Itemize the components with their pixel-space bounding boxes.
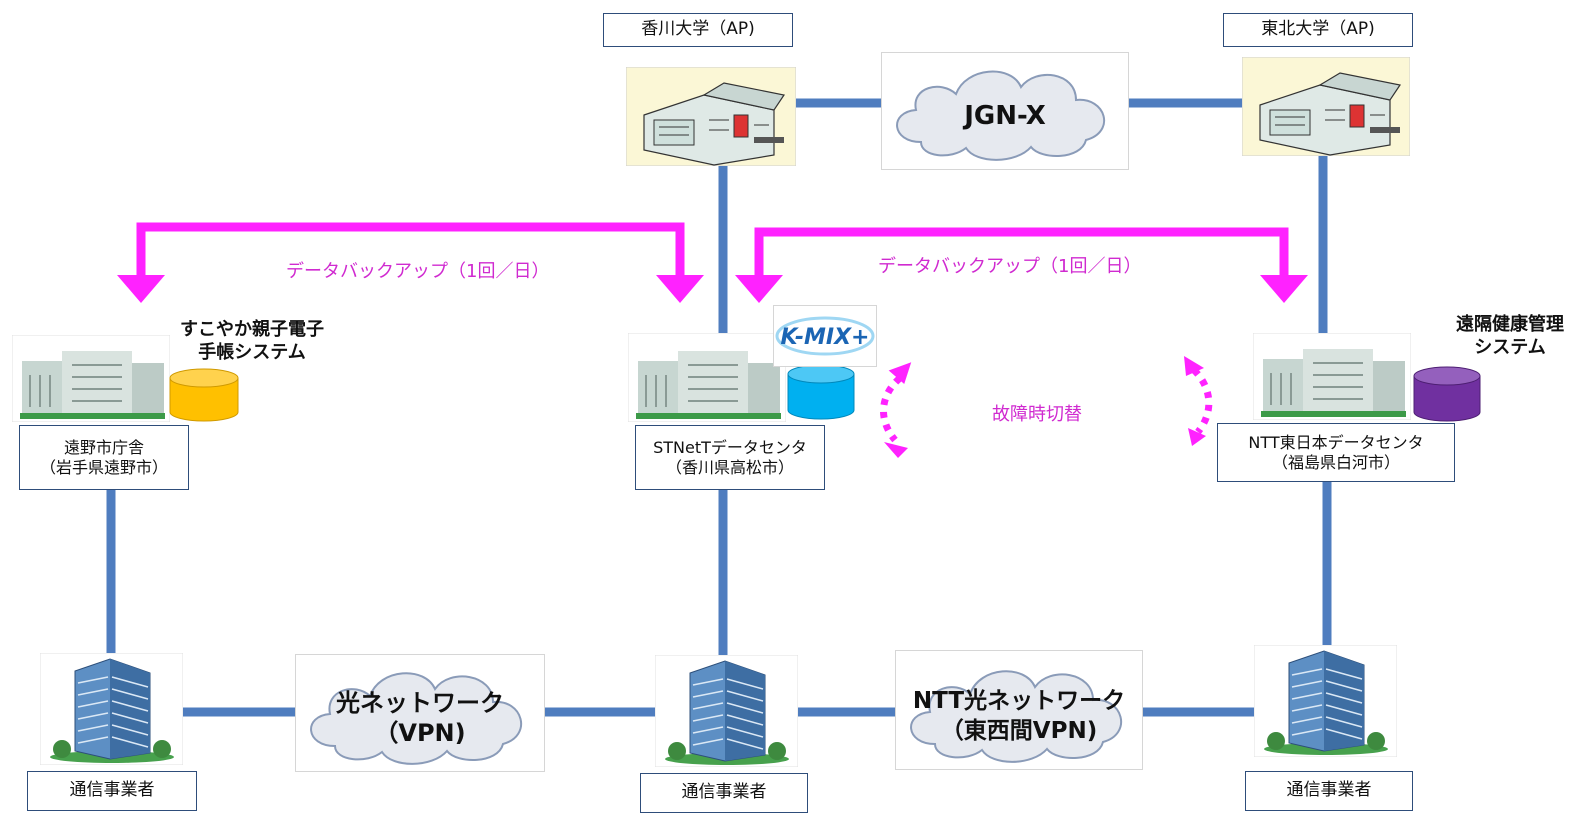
stnet-building-picture bbox=[628, 333, 786, 422]
database-icon-cyan bbox=[787, 364, 855, 420]
carrier-label-right: 通信事業者 bbox=[1245, 771, 1413, 811]
tono-label-line2: （岩手県遠野市） bbox=[39, 457, 168, 477]
backup-arrow-left-path bbox=[136, 222, 685, 278]
kagawa-university-label: 香川大学（AP) bbox=[603, 13, 793, 47]
stnet-label-line2: （香川県高松市） bbox=[665, 457, 794, 477]
hikari-network-label-1: 光ネットワーク bbox=[335, 689, 504, 717]
carrier-label-right-text: 通信事業者 bbox=[1286, 780, 1372, 801]
kagawa-university-text: 香川大学（AP) bbox=[641, 19, 755, 40]
kagawa-campus-picture bbox=[626, 67, 796, 166]
backup-arrowhead-stnet-left bbox=[656, 275, 704, 303]
jgn-x-label: JGN-X bbox=[962, 101, 1046, 131]
ntt-building-picture bbox=[1253, 333, 1411, 420]
carrier-label-center: 通信事業者 bbox=[640, 773, 808, 813]
carrier-building-right bbox=[1254, 645, 1397, 757]
hikari-network-label-2: （VPN) bbox=[374, 719, 465, 747]
kmix-logo: K-MIX+ bbox=[773, 305, 877, 367]
tono-building-picture bbox=[12, 335, 170, 422]
failover-arrow-left bbox=[880, 362, 912, 458]
failover-label: 故障時切替 bbox=[992, 404, 1082, 425]
jgn-x-cloud: JGN-X bbox=[881, 52, 1129, 170]
carrier-label-left-text: 通信事業者 bbox=[69, 780, 155, 801]
ntt-network-label-1: NTT光ネットワーク bbox=[913, 688, 1125, 714]
hikari-network-cloud: 光ネットワーク （VPN) bbox=[295, 654, 545, 772]
carrier-building-center bbox=[655, 655, 798, 767]
tohoku-university-text: 東北大学（AP) bbox=[1261, 19, 1375, 40]
backup-arrowhead-stnet-right bbox=[735, 275, 783, 303]
carrier-building-left bbox=[40, 653, 183, 765]
stnet-datacenter-label: STNetTデータセンタ （香川県高松市） bbox=[635, 425, 825, 490]
ntt-label-line2: （福島県白河市） bbox=[1271, 452, 1400, 472]
backup-arrow-right-path bbox=[754, 227, 1289, 278]
failover-arrow-right bbox=[1184, 356, 1213, 446]
carrier-label-left: 通信事業者 bbox=[27, 771, 197, 811]
sukoyaka-system-line2: 手帳システム bbox=[198, 342, 306, 364]
enkaku-system-line1: 遠隔健康管理 bbox=[1456, 314, 1564, 335]
ntt-label-line1: NTT東日本データセンタ bbox=[1248, 432, 1424, 452]
kmix-logo-graphic: K-MIX+ bbox=[775, 316, 875, 356]
ntt-datacenter-label: NTT東日本データセンタ （福島県白河市） bbox=[1217, 423, 1455, 482]
ntt-network-label-2: （東西間VPN) bbox=[941, 717, 1097, 744]
kmix-logo-text: K-MIX+ bbox=[781, 325, 870, 350]
tohoku-university-label: 東北大学（AP) bbox=[1223, 13, 1413, 47]
sukoyaka-system-line1: すこやか親子電子 bbox=[180, 319, 324, 340]
stnet-label-line1: STNetTデータセンタ bbox=[653, 437, 807, 457]
backup-label-left: データバックアップ（1回／日） bbox=[286, 261, 550, 282]
carrier-label-center-text: 通信事業者 bbox=[681, 782, 767, 803]
sukoyaka-system-label: すこやか親子電子 手帳システム bbox=[162, 318, 342, 365]
tono-city-hall-label: 遠野市庁舎 （岩手県遠野市） bbox=[19, 425, 189, 490]
tohoku-campus-picture bbox=[1242, 57, 1410, 156]
enkaku-system-label: 遠隔健康管理 システム bbox=[1430, 313, 1590, 360]
database-icon-purple bbox=[1413, 366, 1481, 422]
ntt-network-cloud: NTT光ネットワーク （東西間VPN) bbox=[895, 650, 1143, 770]
tono-label-line1: 遠野市庁舎 bbox=[63, 437, 144, 457]
backup-label-right: データバックアップ（1回／日） bbox=[878, 256, 1142, 277]
enkaku-system-line2: システム bbox=[1474, 337, 1546, 359]
database-icon-yellow bbox=[169, 368, 239, 422]
backup-arrowhead-tono bbox=[117, 275, 165, 303]
backup-arrowhead-ntt bbox=[1260, 275, 1308, 303]
